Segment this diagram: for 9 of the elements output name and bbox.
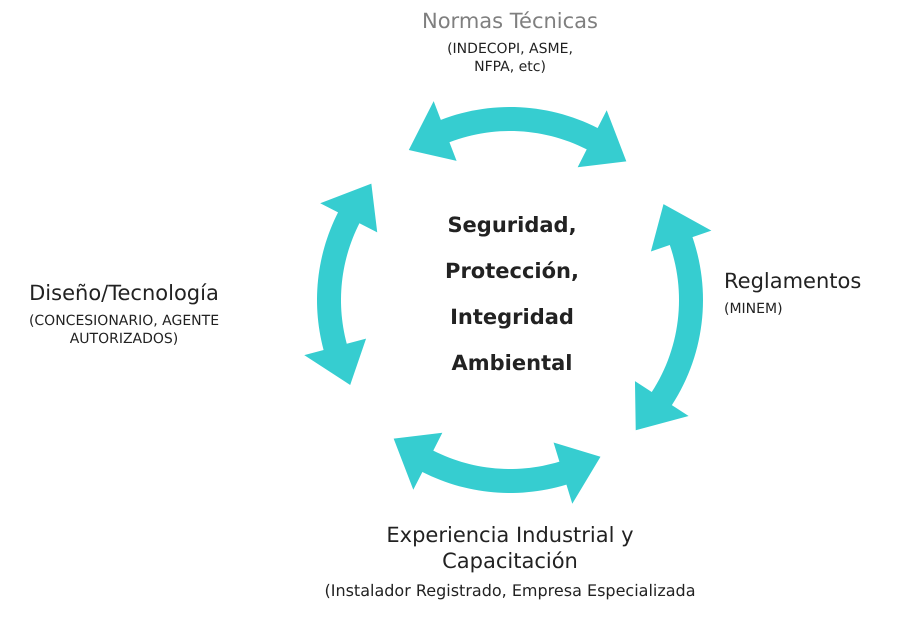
node-title: Experiencia Industrial y Capacitación <box>385 522 635 574</box>
node-subtitle: (MINEM) <box>724 300 784 318</box>
node-subtitle: (INDECOPI, ASME, NFPA, etc) <box>446 40 574 77</box>
node-title: Normas Técnicas <box>421 8 599 34</box>
node-title: Reglamentos <box>724 268 862 294</box>
node-title: Diseño/Tecnología <box>28 280 220 306</box>
center-text: Seguridad, Protección, Integridad Ambiental <box>444 212 580 377</box>
node-subtitle: (Instalador Registrado, Empresa Especializada <box>323 580 697 602</box>
node-subtitle: (CONCESIONARIO, AGENTE AUTORIZADOS) <box>28 312 220 349</box>
